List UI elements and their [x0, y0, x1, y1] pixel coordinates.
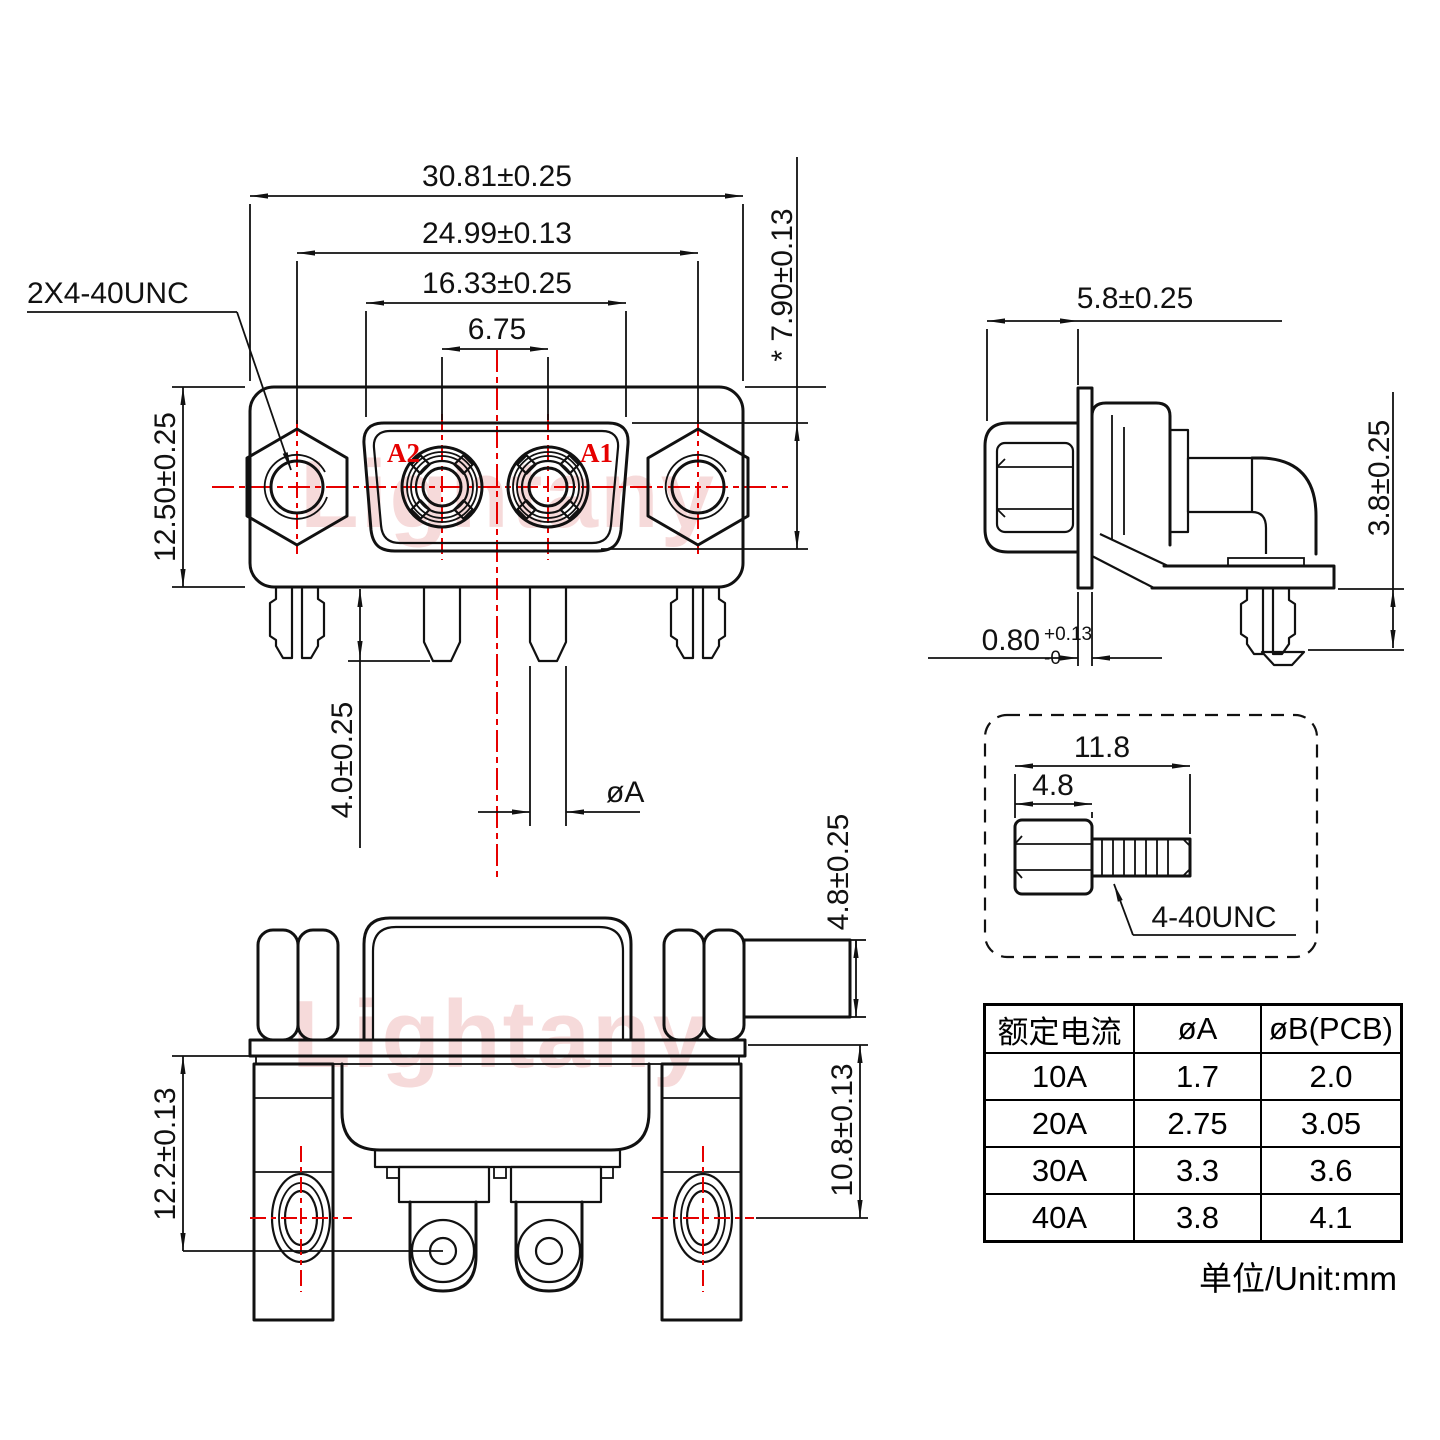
bottom-dimensions: 12.2±0.13 10.8±0.13 4.8±0.25: [149, 814, 868, 1252]
dim-mount-centers: 24.99±0.13: [422, 217, 572, 250]
table-row: 10A 1.7 2.0: [983, 1052, 1403, 1101]
hex-standoff-left: [256, 928, 340, 1042]
pressfit-peg-right: [669, 587, 727, 660]
table-row: 20A 2.75 3.05: [983, 1099, 1403, 1148]
elbow-inner: [1251, 510, 1268, 554]
thread-callout: 2X4-40UNC: [27, 277, 189, 310]
pressfit-peg-side: [1239, 588, 1306, 667]
contact-cylinder-a1: [514, 1200, 584, 1293]
contact-block-a2: [397, 1165, 491, 1204]
flange-plate-under: [255, 1055, 740, 1065]
dim-peg-length: 4.0±0.25: [326, 702, 359, 819]
watermark: Lightany: [292, 981, 708, 1088]
dim-screw-head: 4.8: [1032, 769, 1074, 802]
power-pin-a2: [422, 587, 462, 663]
cell-current-10a: 10A: [983, 1052, 1135, 1101]
jackscrew-head-side: [995, 441, 1075, 534]
bottom-view: 12.2±0.13 10.8±0.13 4.8±0.25: [149, 814, 868, 1322]
unit-note: 单位/Unit:mm: [1199, 1260, 1397, 1297]
pressfit-peg-left: [268, 587, 326, 660]
flange-plate: [248, 1038, 747, 1058]
jackscrew-nut-left: [245, 427, 349, 547]
dim-flange-thickness: 0.80: [982, 624, 1040, 657]
cell-dia-b-10a: 2.0: [1260, 1052, 1403, 1101]
contact-cylinder-a2: [408, 1200, 478, 1293]
shroud-top-outer: [362, 916, 633, 1042]
cell-dia-a-10a: 1.7: [1133, 1052, 1262, 1101]
jackscrew-nut-right: [646, 427, 750, 547]
housing-bottom: [340, 1062, 651, 1152]
screw-pocket: [983, 421, 1080, 554]
contact-label-a1: A1: [580, 438, 613, 468]
cell-current-40a: 40A: [983, 1193, 1135, 1243]
bracket-tab-top: [742, 938, 852, 1019]
table-row: 30A 3.3 3.6: [983, 1146, 1403, 1195]
detail-box: [983, 713, 1319, 959]
dim-pin-dia-label: øA: [606, 776, 644, 809]
cell-dia-a-30a: 3.3: [1133, 1146, 1262, 1195]
insert-bottom: [373, 1148, 622, 1169]
screw-drawing: [1013, 818, 1192, 896]
mounting-flange-side: [1076, 386, 1094, 590]
hex-standoff-right: [662, 928, 746, 1042]
header-dia-a: øA: [1133, 1003, 1262, 1054]
dim-insert-height: * 7.90±0.13: [766, 208, 799, 361]
cell-current-30a: 30A: [983, 1146, 1135, 1195]
dim-tab: 4.8±0.25: [822, 814, 855, 931]
dim-depth: 5.8±0.25: [1077, 282, 1194, 315]
dim-bv-height: 12.2±0.13: [149, 1087, 182, 1220]
elbow-outer: [1250, 456, 1318, 556]
screw-detail: 11.8 4.8 4-40UNC: [983, 713, 1319, 959]
dim-hole-offset: 10.8±0.13: [826, 1063, 859, 1196]
bracket-leg-left: [252, 1062, 335, 1322]
side-view: 5.8±0.25 0.80 +0.13 -0 3.8±0.25: [928, 282, 1404, 669]
table-row: 40A 3.8 4.1: [983, 1193, 1403, 1243]
block-tabs: [386, 1166, 614, 1179]
dim-flange-tol-plus: +0.13: [1044, 624, 1092, 645]
dsub-insert-inner: [372, 429, 620, 545]
cell-current-20a: 20A: [983, 1099, 1135, 1148]
cell-dia-b-20a: 3.05: [1260, 1099, 1403, 1148]
contact-label-a2: A2: [387, 438, 420, 468]
power-pin-a1: [528, 587, 568, 663]
contact-barrel-side: [1186, 456, 1254, 514]
cell-dia-a-20a: 2.75: [1133, 1099, 1262, 1148]
front-view: A2 A1 30.81±0.25 24.99±0.13: [27, 157, 826, 878]
dim-body-height: 12.50±0.25: [149, 412, 182, 562]
centerlines-bottom: [250, 1146, 754, 1292]
spec-table: 额定电流 øA øB(PCB) 10A 1.7 2.0 20A 2.75 3.0…: [983, 1003, 1403, 1243]
housing-block-side: [1090, 401, 1172, 547]
dim-insert-width: 16.33±0.25: [422, 267, 572, 300]
dim-overall-width: 30.81±0.25: [422, 160, 572, 193]
header-rated-current: 额定电流: [983, 1003, 1135, 1054]
table-header-row: 额定电流 øA øB(PCB): [983, 1003, 1403, 1054]
dsub-insert-outer: [362, 421, 630, 553]
contact-a2: [400, 445, 484, 529]
cell-dia-a-40a: 3.8: [1133, 1193, 1262, 1243]
shroud-top-inner: [371, 925, 625, 1040]
front-dimensions: 30.81±0.25 24.99±0.13 16.33±0.25 6.75 * …: [27, 157, 826, 848]
dim-screw-total: 11.8: [1074, 731, 1130, 764]
contact-a1: [506, 445, 590, 529]
cell-dia-b-40a: 4.1: [1260, 1193, 1403, 1243]
bracket-leg-right: [660, 1062, 743, 1322]
connector-body-front: [248, 385, 745, 589]
dim-side-peg-length: 3.8±0.25: [1363, 420, 1396, 537]
contact-block-a1: [509, 1165, 603, 1204]
pcb-bracket-side: [1091, 533, 1336, 590]
side-dimensions: 5.8±0.25 0.80 +0.13 -0 3.8±0.25: [928, 282, 1404, 669]
header-dia-b: øB(PCB): [1260, 1003, 1403, 1054]
screw-thread-label: 4-40UNC: [1151, 901, 1276, 934]
centerlines-front: [212, 350, 788, 878]
dim-contact-pitch: 6.75: [468, 313, 526, 346]
housing-step-side: [1168, 428, 1190, 534]
cell-dia-b-30a: 3.6: [1260, 1146, 1403, 1195]
